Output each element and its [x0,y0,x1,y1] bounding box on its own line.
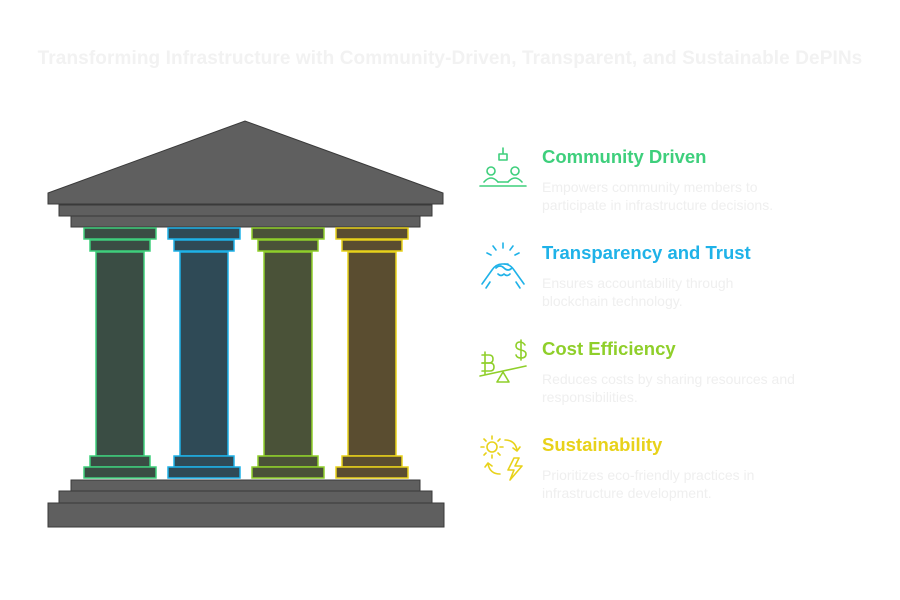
renewable-energy-icon [480,435,523,481]
feature-heading: Sustainability [542,434,663,455]
community-meeting-icon [479,147,527,187]
diagram-title: Transforming Infrastructure with Communi… [37,48,863,69]
roof-step-2 [70,215,421,228]
feature-heading: Cost Efficiency [542,338,676,359]
base-step-2 [58,490,433,504]
pillar-sustainability [335,227,409,479]
pillar-cost-efficiency [251,227,325,479]
feature-description: Ensures accountability through blockchai… [542,275,734,309]
pillar-community [83,227,157,479]
feature-heading: Community Driven [542,146,707,167]
feature-description: Prioritizes eco-friendly practices in in… [542,467,755,501]
base-step-1 [70,479,421,492]
balance-seesaw-icon [479,339,527,383]
temple-roof [47,120,444,205]
temple-diagram [47,120,445,528]
base-step-3 [47,502,445,528]
handshake-icon [481,242,525,289]
pillar-transparency [167,227,241,479]
feature-heading: Transparency and Trust [542,242,751,263]
feature-description: Empowers community members to participat… [542,179,774,213]
feature-description: Reduces costs by sharing resources and r… [542,371,795,405]
roof-step-1 [58,204,433,217]
